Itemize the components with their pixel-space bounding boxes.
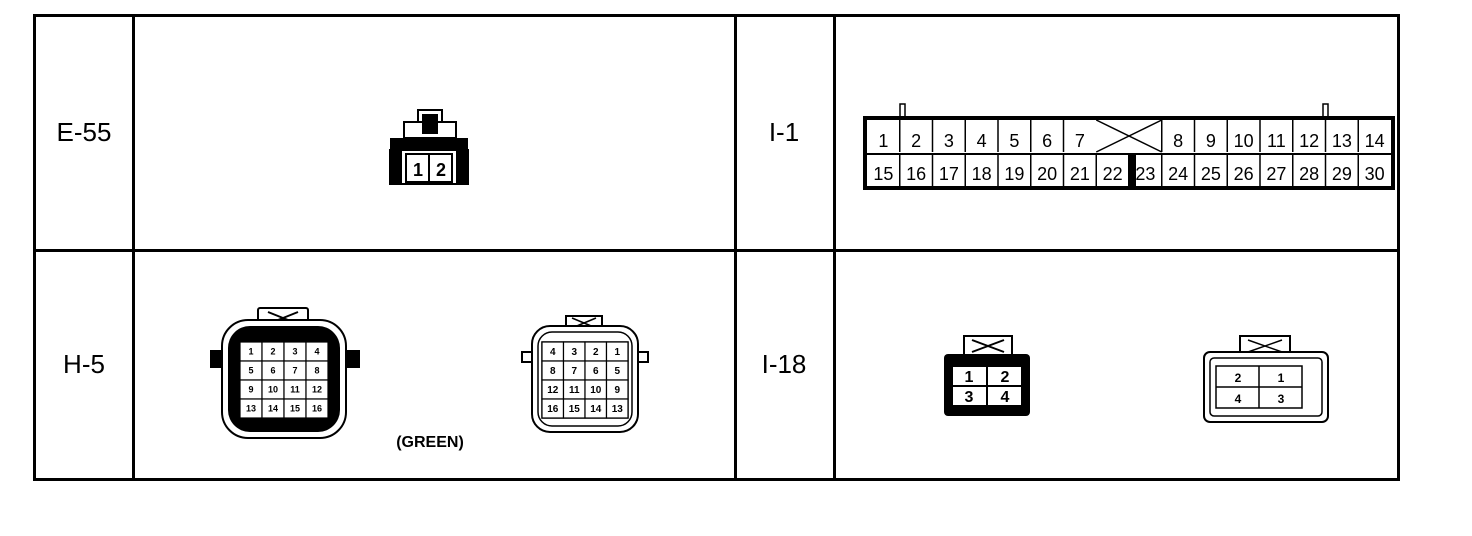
i1-pin: 24 [1168, 164, 1188, 184]
h5-pin: 3 [571, 347, 577, 358]
h5-pin: 2 [270, 347, 275, 357]
i1-pin: 17 [939, 164, 959, 184]
i1-pin: 20 [1037, 164, 1057, 184]
i1-pin: 10 [1234, 131, 1254, 151]
i1-pin: 26 [1234, 164, 1254, 184]
connector-label-i18: I-18 [761, 349, 807, 379]
e55-pin-2: 2 [436, 160, 446, 180]
i1-pin: 4 [977, 131, 987, 151]
h5-pin: 11 [290, 385, 300, 395]
h5-pin: 9 [614, 385, 620, 396]
h5-pin: 12 [312, 385, 322, 395]
i1-pin: 6 [1042, 131, 1052, 151]
h5-pin: 8 [550, 366, 556, 377]
column-divider [734, 17, 737, 478]
i1-pin: 27 [1266, 164, 1286, 184]
connector-label-i1: I-1 [768, 117, 800, 147]
i1-pin: 13 [1332, 131, 1352, 151]
h5-color-note: (GREEN) [396, 434, 464, 451]
column-divider [833, 17, 836, 478]
i18-right-pin: 3 [1278, 392, 1285, 406]
i1-pin: 16 [906, 164, 926, 184]
h5-pin: 7 [292, 366, 297, 376]
h5-pin: 13 [612, 404, 624, 415]
connector-table: E-55 I-1 H-5 I-18 [33, 14, 1400, 481]
h5-pin: 5 [248, 366, 253, 376]
i1-pin: 7 [1075, 131, 1085, 151]
i1-pin: 25 [1201, 164, 1221, 184]
connector-i18-left-diagram: 1 2 3 4 [944, 335, 1030, 416]
i1-pin: 11 [1267, 131, 1286, 151]
i1-pin: 22 [1103, 164, 1123, 184]
i1-pin: 28 [1299, 164, 1319, 184]
h5-pin: 8 [314, 366, 319, 376]
h5-pin: 1 [248, 347, 253, 357]
i18-right-pin: 2 [1235, 371, 1242, 385]
h5-pin: 10 [268, 385, 278, 395]
i1-pin: 30 [1365, 164, 1385, 184]
i1-pin: 1 [878, 131, 888, 151]
i18-left-pin: 1 [965, 369, 974, 386]
i18-right-pin: 1 [1278, 371, 1285, 385]
e55-pin-1: 1 [413, 160, 423, 180]
h5-pin: 6 [270, 366, 275, 376]
i1-pin: 3 [944, 131, 954, 151]
h5-pin: 7 [571, 366, 577, 377]
i18-left-pin: 3 [965, 389, 974, 406]
i18-right-pin: 4 [1235, 392, 1242, 406]
connector-i18-right-diagram: 2 1 4 3 [1203, 335, 1329, 423]
i1-pin: 29 [1332, 164, 1352, 184]
i1-pin: 14 [1365, 131, 1385, 151]
h5-pin: 4 [314, 347, 319, 357]
i1-pin: 5 [1009, 131, 1019, 151]
h5-pin: 14 [268, 404, 278, 414]
column-divider [132, 17, 135, 478]
i1-pin: 21 [1070, 164, 1090, 184]
row-divider [36, 249, 1397, 252]
i1-pin: 15 [873, 164, 893, 184]
h5-pin: 16 [547, 404, 559, 415]
h5-pin: 3 [292, 347, 297, 357]
h5-pin: 15 [290, 404, 300, 414]
h5-pin: 6 [593, 366, 599, 377]
h5-pin: 10 [590, 385, 602, 396]
h5-pin: 14 [590, 404, 602, 415]
connector-h5-right-diagram: 4 3 2 1 8 7 6 5 12 11 10 9 16 15 14 13 [521, 315, 649, 433]
i1-pin: 18 [972, 164, 992, 184]
h5-pin: 1 [614, 347, 620, 358]
h5-pin: 12 [547, 385, 559, 396]
i1-pin: 2 [911, 131, 921, 151]
h5-pin: 2 [593, 347, 599, 358]
i1-blank-cavity [1095, 119, 1163, 153]
h5-pin: 15 [569, 404, 581, 415]
connector-label-e55: E-55 [56, 117, 112, 147]
h5-pin: 11 [569, 385, 580, 396]
h5-pin: 9 [248, 385, 253, 395]
i1-pin: 23 [1135, 164, 1155, 184]
connector-e55-diagram: 1 2 [389, 109, 469, 185]
i1-pin: 8 [1173, 131, 1183, 151]
h5-pin: 4 [550, 347, 556, 358]
i1-pin: 9 [1206, 131, 1216, 151]
h5-pin: 16 [312, 404, 322, 414]
h5-pin: 5 [614, 366, 620, 377]
i1-pin: 19 [1004, 164, 1024, 184]
i18-left-pin: 4 [1001, 389, 1010, 406]
h5-pin: 13 [246, 404, 256, 414]
i18-left-pin: 2 [1001, 369, 1010, 386]
i1-pin: 12 [1299, 131, 1319, 151]
connector-label-h5: H-5 [63, 349, 105, 379]
